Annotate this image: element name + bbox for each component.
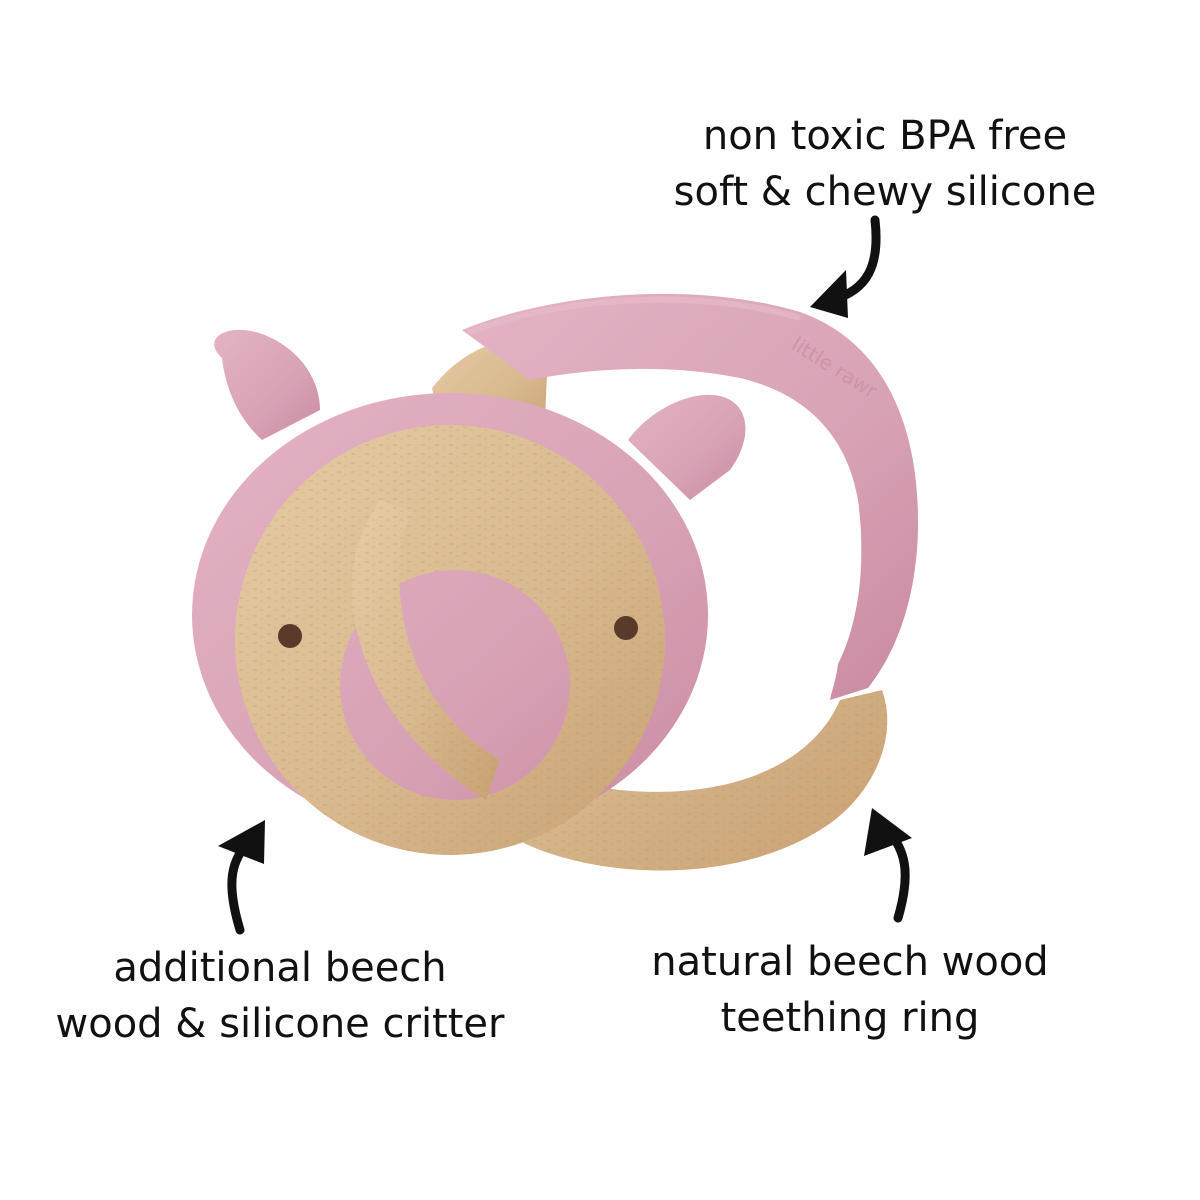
- callout-ring-line1: natural beech wood: [651, 939, 1049, 985]
- critter-left-eye: [278, 624, 302, 648]
- critter-right-eye: [614, 616, 638, 640]
- callout-silicone-line2: soft & chewy silicone: [673, 169, 1097, 215]
- teething-ring-silicone-sleeve: little rawr: [462, 293, 919, 700]
- teething-ring-wood-link: [351, 500, 500, 800]
- arrow-silicone-icon: [810, 215, 881, 318]
- callout-critter-line1: additional beech: [113, 945, 447, 991]
- callout-silicone-line1: non toxic BPA free: [702, 113, 1068, 159]
- callout-silicone: non toxic BPA free soft & chewy silicone: [660, 108, 1110, 220]
- callout-ring: natural beech wood teething ring: [620, 934, 1080, 1046]
- arrow-critter-icon: [218, 820, 265, 935]
- callout-critter-line2: wood & silicone critter: [55, 1001, 505, 1047]
- callout-critter: additional beech wood & silicone critter: [20, 940, 540, 1052]
- arrow-ring-icon: [864, 808, 912, 923]
- callout-ring-line2: teething ring: [720, 995, 980, 1041]
- critter-wood-ring: [234, 425, 665, 856]
